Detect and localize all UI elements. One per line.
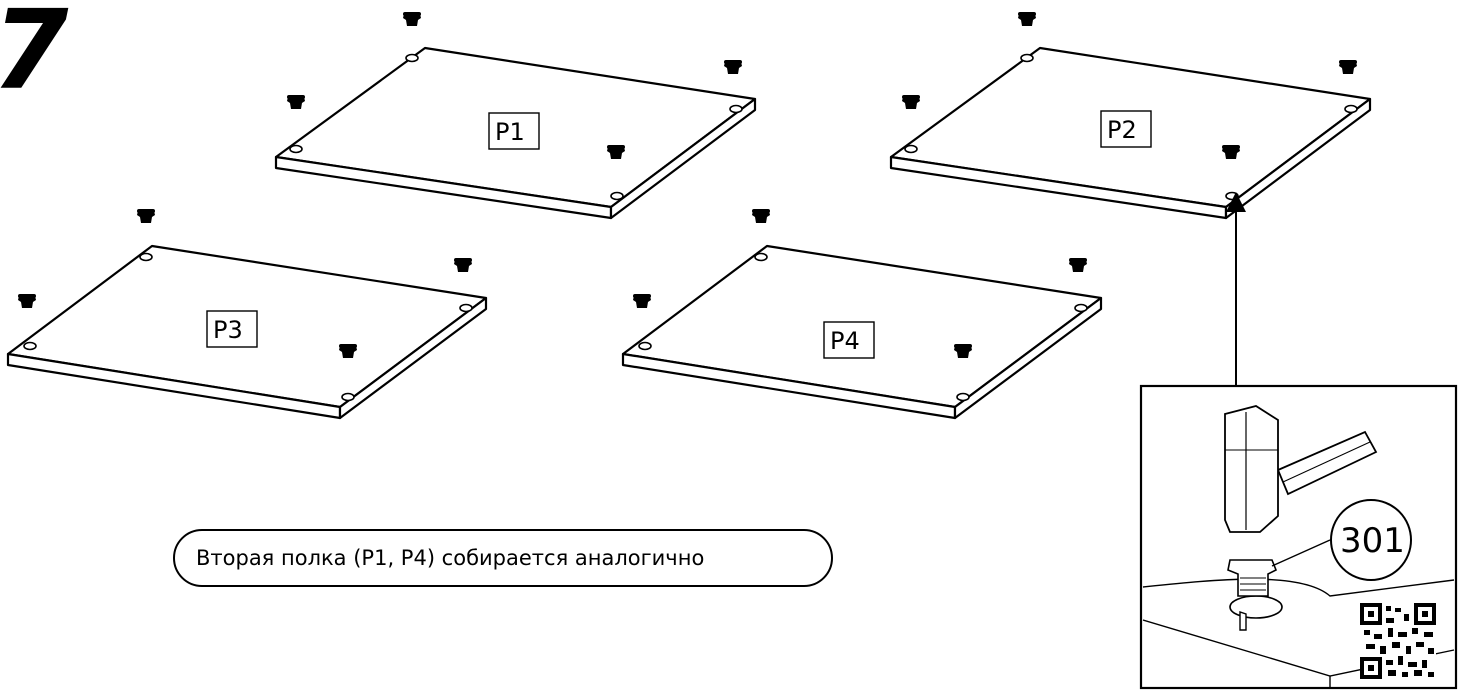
- cam-lock-housing-icon: [1227, 539, 1331, 631]
- panel-label-box: [823, 321, 875, 359]
- step-number: 7: [0, 0, 69, 114]
- assembly-note: Вторая полка (P1, P4) собирается аналоги…: [173, 529, 833, 587]
- panel-p1: P1: [274, 12, 757, 220]
- hammer-icon: [1224, 405, 1378, 533]
- panel-p2: P2: [889, 12, 1372, 220]
- panel-p4: P4: [621, 209, 1103, 420]
- panel-label-p1: P1: [495, 118, 525, 146]
- panel-label-box: [1100, 110, 1152, 148]
- panel-label-box: [206, 310, 258, 348]
- panel-label-box: [488, 112, 540, 150]
- detail-leader-arrow: [1226, 192, 1246, 386]
- panel-label-p4: P4: [830, 327, 860, 355]
- qr-code-icon: [1360, 603, 1436, 679]
- panel-label-p3: P3: [213, 316, 243, 344]
- assembly-note-text: Вторая полка (P1, P4) собирается аналоги…: [196, 546, 704, 570]
- detail-inset: 301: [1139, 384, 1458, 690]
- panel-label-p2: P2: [1107, 116, 1137, 144]
- part-number-callout: 301: [1330, 499, 1412, 581]
- part-number: 301: [1340, 521, 1405, 561]
- panel-p3: P3: [6, 209, 488, 420]
